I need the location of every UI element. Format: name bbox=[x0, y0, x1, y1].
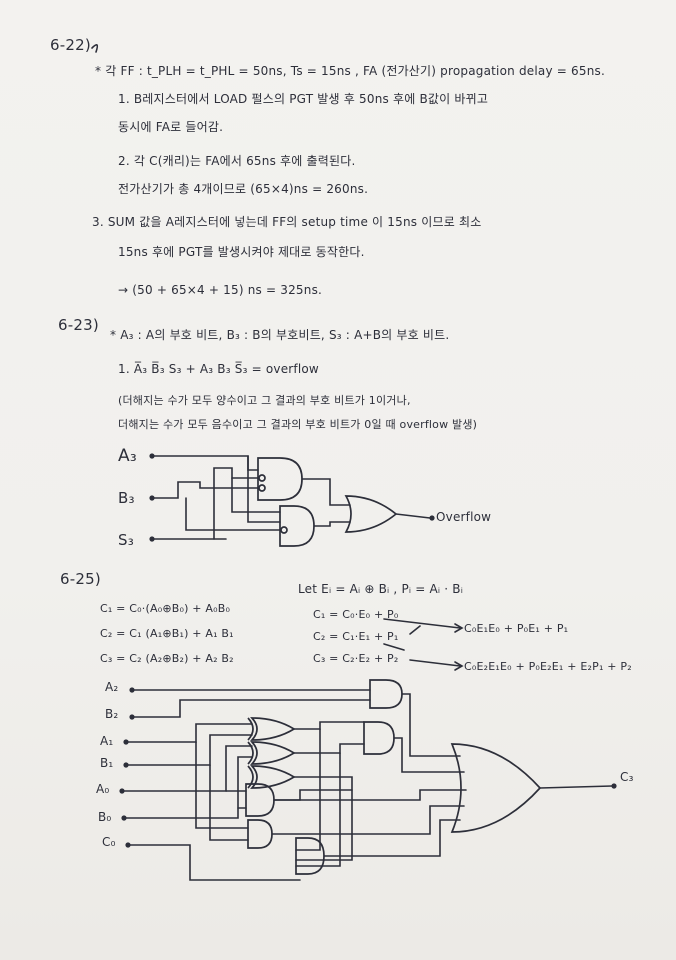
overflow-circuit bbox=[149, 453, 435, 547]
output-label-c3: C₃ bbox=[620, 770, 634, 784]
gen-eq-c3: C₃ = C₂·E₂ + P₂ bbox=[313, 652, 399, 665]
input-label-a1: A₁ bbox=[100, 734, 114, 748]
carry-eq-c3: C₃ = C₂ (A₂⊕B₂) + A₂ B₂ bbox=[100, 652, 234, 665]
or-gate-overflow bbox=[344, 495, 398, 533]
output-label-overflow: Overflow bbox=[436, 510, 492, 524]
problem-6-22-label: 6-22) bbox=[50, 36, 91, 54]
carry-eq-c2: C₂ = C₁ (A₁⊕B₁) + A₁ B₁ bbox=[100, 627, 234, 640]
and-gate-p2 bbox=[369, 679, 403, 709]
input-label-b0: B₀ bbox=[98, 810, 112, 824]
problem-6-22-step3-line1: 3. SUM 값을 A레지스터에 넣는데 FF의 setup time 이 15… bbox=[92, 215, 482, 229]
expanded-c3: C₀E₂E₁E₀ + P₀E₂E₁ + E₂P₁ + P₂ bbox=[464, 660, 632, 673]
input-label-b3: B₃ bbox=[118, 489, 135, 507]
arrow-c2-expansion bbox=[383, 618, 464, 635]
xor-gate-stack bbox=[247, 717, 296, 789]
carry-lookahead-circuit bbox=[119, 679, 617, 881]
problem-6-25-label: 6-25) bbox=[60, 570, 101, 588]
and-gate-bottom bbox=[279, 505, 315, 547]
or-gate-c3 bbox=[450, 743, 542, 833]
input-label-a2: A₂ bbox=[105, 680, 119, 694]
gen-eq-c1: C₁ = C₀·E₀ + P₀ bbox=[313, 608, 399, 621]
problem-6-22-step2-line1: 2. 각 C(캐리)는 FA에서 65ns 후에 출력된다. bbox=[118, 154, 356, 168]
output-dot-overflow bbox=[429, 515, 435, 521]
problem-6-22-step2-line2: 전가산기가 총 4개이므로 (65×4)ns = 260ns. bbox=[118, 182, 369, 196]
arrow-c3-expansion bbox=[383, 643, 464, 671]
carry-eq-c1: C₁ = C₀·(A₀⊕B₀) + A₀B₀ bbox=[100, 602, 231, 615]
problem-6-22-given: * 각 FF : t_PLH = t_PHL = 50ns, Ts = 15ns… bbox=[95, 64, 605, 78]
problem-6-23-definitions: * A₃ : A의 부호 비트, B₃ : B의 부호비트, S₃ : A+B의… bbox=[110, 328, 450, 342]
and-gate-e2p1 bbox=[363, 721, 395, 755]
problem-6-23-note-line1: (더해지는 수가 모두 양수이고 그 결과의 부호 비트가 1이거나, bbox=[118, 394, 411, 407]
problem-6-22-result: → (50 + 65×4 + 15) ns = 325ns. bbox=[118, 283, 323, 297]
input-label-a3: A₃ bbox=[118, 446, 137, 466]
problem-6-22-step1-line2: 동시에 FA로 들어감. bbox=[118, 120, 224, 134]
input-label-a0: A₀ bbox=[96, 782, 110, 796]
input-label-b2: B₂ bbox=[105, 707, 119, 721]
input-label-c0: C₀ bbox=[102, 835, 116, 849]
output-dot-c3 bbox=[611, 783, 617, 789]
problem-6-25-let: Let Eᵢ = Aᵢ ⊕ Bᵢ , Pᵢ = Aᵢ · Bᵢ bbox=[298, 582, 464, 596]
problem-6-22-step1-line1: 1. B레지스터에서 LOAD 펄스의 PGT 발생 후 50ns 후에 B값이… bbox=[118, 92, 489, 106]
expanded-c2: C₀E₁E₀ + P₀E₁ + P₁ bbox=[464, 622, 569, 635]
bracket-mark bbox=[91, 44, 99, 53]
input-label-b1: B₁ bbox=[100, 756, 114, 770]
problem-6-23-label: 6-23) bbox=[58, 316, 99, 334]
problem-6-22-step3-line2: 15ns 후에 PGT를 발생시켜야 제대로 동작한다. bbox=[118, 245, 365, 259]
problem-6-23-note-line2: 더해지는 수가 모두 음수이고 그 결과의 부호 비트가 0일 때 overfl… bbox=[118, 418, 478, 431]
input-label-s3: S₃ bbox=[118, 531, 134, 549]
and-gate-p1 bbox=[247, 819, 273, 849]
problem-6-23-equation: 1. A̅₃ B̅₃ S₃ + A₃ B₃ S̅₃ = overflow bbox=[118, 362, 319, 376]
gen-eq-c2: C₂ = C₁·E₁ + P₁ bbox=[313, 630, 399, 643]
